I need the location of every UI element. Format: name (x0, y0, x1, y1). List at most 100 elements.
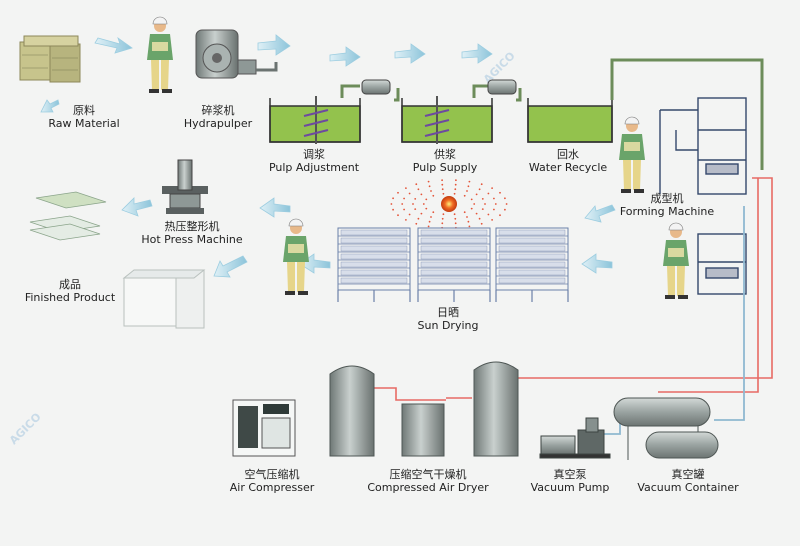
sun-ray-dot (428, 185, 431, 188)
sun-ray-dot (414, 208, 417, 211)
arrow-to-pulper (257, 34, 291, 56)
sun-ray-dot (403, 208, 405, 211)
sun-ray-dot (505, 203, 508, 205)
sun-ray-dot (430, 216, 432, 218)
label-forming-machine-en: Forming Machine (619, 205, 715, 218)
label-vacuum-pump-zh: 真空泵 (553, 468, 587, 481)
sun-ray-dot (468, 225, 471, 228)
label-finished-product-zh: 成品 (58, 278, 81, 291)
sun-ray-dot (466, 216, 468, 218)
air-tanks (329, 361, 519, 457)
sun-ray-dot (432, 211, 435, 214)
sun-ray-dot (425, 198, 428, 201)
sun-ray-dot (480, 183, 483, 186)
sun-ray-dot (420, 212, 423, 215)
arrow-to-tank1 (329, 46, 361, 67)
sun-ray-dot (454, 188, 457, 191)
sun-ray-dot (397, 191, 399, 194)
sun-ray-dot (493, 197, 495, 200)
sun-ray-dot (408, 213, 411, 216)
label-hot-press-machine-zh: 热压整形机 (164, 220, 220, 233)
label-pulp-adjustment-en: Pulp Adjustment (268, 161, 360, 174)
sun-ray-dot (491, 187, 493, 190)
sun-ray-dot (422, 203, 425, 205)
sun-ray-dot (470, 198, 473, 201)
sun-ray-dot (441, 183, 444, 186)
sun-ray-dot (414, 198, 417, 200)
vacuum-pump-unit (539, 417, 611, 459)
sun-ray-dot (475, 212, 478, 215)
arrow-to-tank2 (394, 43, 426, 64)
arrow-raw-to-pulper (94, 36, 133, 54)
sun-ray-dot (504, 197, 506, 200)
operator-figure-forming-2 (662, 222, 690, 300)
label-hot-press-machine-en: Hot Press Machine (141, 233, 243, 246)
label-raw-material-zh: 原料 (72, 104, 95, 117)
sun-ray-dot (480, 222, 483, 225)
sun-ray-dot (425, 207, 428, 210)
sun-ray-dot (467, 220, 470, 223)
label-vacuum-container-en: Vacuum Container (637, 481, 739, 494)
sun-ray-dot (453, 192, 456, 195)
pulp-pipes (340, 58, 764, 170)
raw-material-bales (19, 35, 81, 83)
sun-ray-dot (427, 225, 430, 228)
sun-ray-dot (430, 190, 432, 192)
egg-tray-products (29, 191, 107, 241)
label-pulp-supply-en: Pulp Supply (412, 161, 478, 174)
sun-ray-dot (481, 198, 484, 200)
sun-ray-dot (415, 222, 418, 225)
sun-ray-dot (403, 197, 405, 200)
sun-ray-dot (494, 203, 497, 205)
label-forming-machine-zh: 成型机 (650, 192, 684, 205)
transfer-pumps (361, 79, 517, 95)
air-compressor-unit (232, 399, 296, 457)
label-sun-drying-zh: 日晒 (437, 306, 459, 319)
sun-ray-dot (493, 208, 495, 211)
label-sun-drying-en: Sun Drying (417, 319, 479, 332)
hydrapulper-machine (195, 29, 278, 79)
sun-ray-dot (478, 217, 481, 220)
label-air-dryer-en: Compressed Air Dryer (367, 481, 489, 494)
label-pulp-adjustment-zh: 调浆 (302, 148, 325, 161)
label-vacuum-pump-en: Vacuum Pump (530, 481, 610, 494)
sun-ray-dot (487, 213, 490, 216)
sun-ray-dot (405, 187, 407, 190)
sun-ray-dot (415, 183, 418, 186)
sun-ray-dot (463, 211, 466, 214)
label-raw-material-en: Raw Material (48, 117, 120, 130)
sun-ray-dot (441, 222, 444, 225)
operator-figure-1 (146, 16, 174, 94)
hot-press-machine (162, 159, 208, 214)
label-hydrapulper-en: Hydrapulper (183, 117, 253, 130)
finished-product-boxes (122, 269, 206, 329)
sun-ray-dot (484, 203, 486, 205)
air-pipes (330, 177, 773, 409)
sun-ray-dot (475, 193, 478, 196)
sun-ray-dot (487, 192, 490, 195)
operator-figure-drying (282, 218, 310, 296)
sun-ray-dot (454, 217, 457, 220)
sun-ray-dot (441, 179, 443, 182)
label-finished-product-en: Finished Product (24, 291, 116, 304)
arrow-drying-to-press (259, 197, 291, 218)
label-hydrapulper-zh: 碎浆机 (201, 104, 235, 117)
sun-ray-dot (392, 208, 394, 211)
vacuum-container-tanks (613, 397, 719, 460)
sun-ray-dot (427, 180, 430, 183)
sun-ray-dot (455, 179, 457, 182)
label-air-compressor-zh: 空气压缩机 (244, 468, 300, 481)
sun-ray-dot (432, 194, 435, 197)
